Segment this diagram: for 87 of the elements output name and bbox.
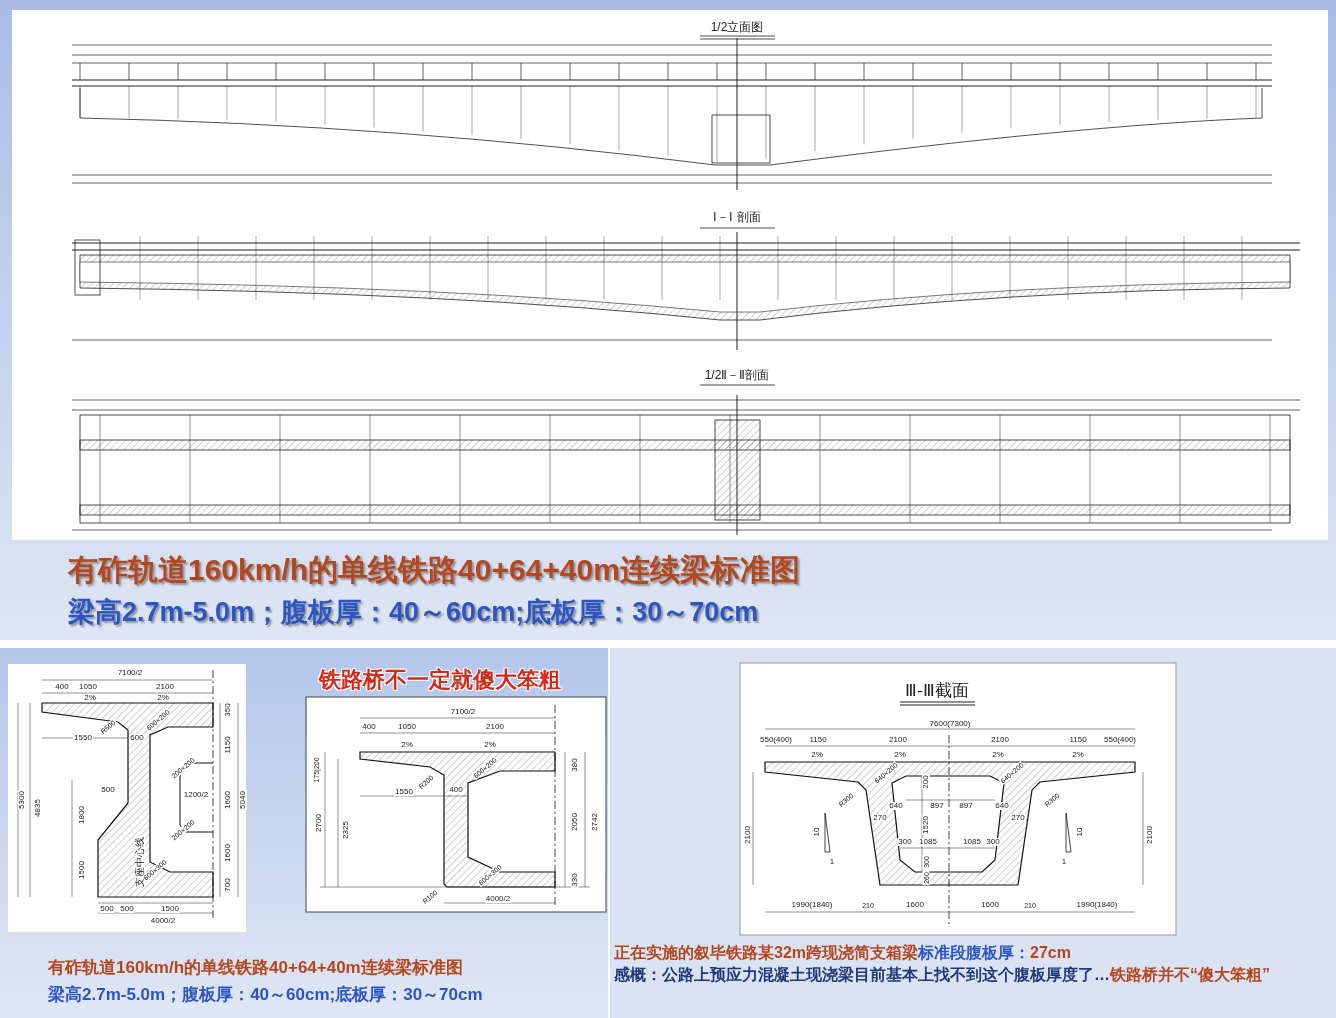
dimension-label: 550(400) bbox=[1103, 736, 1137, 744]
dimension-label: 2100 bbox=[744, 825, 752, 845]
dimension-label: 1500 bbox=[78, 860, 86, 880]
dimension-label: 400 bbox=[448, 786, 464, 794]
dimension-label: 2742 bbox=[591, 812, 599, 832]
centerline-label: 支座中心线 bbox=[135, 836, 145, 888]
dimension-label: 2% bbox=[156, 694, 170, 702]
dimension-label: 270 bbox=[872, 814, 888, 822]
dimension-label: 500 bbox=[100, 786, 116, 794]
dimension-label: 1150 bbox=[224, 735, 232, 755]
dimension-label: 1600 bbox=[224, 790, 232, 810]
dimension-label: 640 bbox=[994, 802, 1010, 810]
caption-text: 有砟轨道160km/h的单线铁路40+64+40m连续梁标准图 bbox=[48, 958, 463, 976]
dimension-label: 270 bbox=[1010, 814, 1026, 822]
dimension-label: 350 bbox=[224, 702, 232, 718]
dimension-label: 700 bbox=[224, 877, 232, 893]
dimension-label: 10 bbox=[813, 826, 821, 838]
dimension-label: 2100 bbox=[990, 736, 1010, 744]
dimension-label: 1600 bbox=[905, 901, 925, 909]
dimension-label: 1990(1840) bbox=[790, 901, 834, 909]
dimension-label: 1550 bbox=[73, 734, 93, 742]
dimension-label: 2% bbox=[1071, 751, 1085, 759]
dimension-label: 7600(7300) bbox=[928, 720, 972, 728]
caption-text: 有砟轨道160km/h的单线铁路40+64+40m连续梁标准图 bbox=[68, 555, 800, 585]
dimension-label: 330 bbox=[571, 872, 579, 888]
dimension-label: 4000/2 bbox=[484, 895, 512, 903]
dimension-label: 400 bbox=[54, 683, 70, 691]
dimension-label: 4000/2 bbox=[149, 917, 177, 925]
dimension-label: 2% bbox=[400, 741, 414, 749]
dimension-label: 5300 bbox=[18, 790, 26, 810]
dimension-label: 1 bbox=[828, 858, 836, 866]
dimension-label: 2% bbox=[810, 751, 824, 759]
dimension-label: 897 bbox=[958, 802, 974, 810]
panel-title: 铁路桥不一定就傻大笨粗 bbox=[319, 669, 561, 691]
dimension-label: 300 bbox=[985, 838, 1001, 846]
dimension-label: 1520 bbox=[922, 815, 930, 835]
dimension-label: 640 bbox=[888, 802, 904, 810]
note-text: 铁路桥并不“傻大笨粗” bbox=[1110, 966, 1270, 983]
view-title: Ⅰ－Ⅰ 剖面 bbox=[712, 211, 762, 223]
dimension-label: 200 bbox=[922, 774, 930, 790]
dimension-label: 1150 bbox=[1068, 736, 1088, 744]
dimension-label: 7100/2 bbox=[449, 708, 477, 716]
dimension-label: 1050 bbox=[397, 723, 417, 731]
dimension-label: 2% bbox=[991, 751, 1005, 759]
dimension-label: 600 bbox=[129, 734, 145, 742]
note-text: 感概：公路上预应力混凝土现浇梁目前基本上找不到这个腹板厚度了… bbox=[614, 966, 1110, 983]
dimension-label: 1085 bbox=[918, 838, 938, 846]
dimension-label: 2% bbox=[83, 694, 97, 702]
dimension-label: 2050 bbox=[571, 812, 579, 832]
dimension-label: 2100 bbox=[485, 723, 505, 731]
note-text: 27cm bbox=[1030, 944, 1071, 961]
dimension-label: 2325 bbox=[342, 820, 350, 840]
dimension-label: 5040 bbox=[239, 790, 247, 810]
dimension-label: 1800 bbox=[78, 805, 86, 825]
dimension-label: 1085 bbox=[962, 838, 982, 846]
dimension-label: 380 bbox=[571, 757, 579, 773]
dimension-label: 10 bbox=[1076, 826, 1084, 838]
dimension-label: 2700 bbox=[315, 813, 323, 833]
dimension-label: 1 bbox=[1060, 858, 1068, 866]
dimension-label: 7100/2 bbox=[116, 669, 144, 677]
dimension-label: 897 bbox=[929, 802, 945, 810]
dimension-label: 550(400) bbox=[759, 736, 793, 744]
dimension-label: 1150 bbox=[808, 736, 828, 744]
dimension-label: 2100 bbox=[155, 683, 175, 691]
caption-text: 梁高2.7m-5.0m；腹板厚：40～60cm;底板厚：30～70cm bbox=[68, 598, 759, 626]
caption-text: 梁高2.7m-5.0m；腹板厚：40～60cm;底板厚：30～70cm bbox=[48, 985, 483, 1003]
view-title: 1/2Ⅱ－Ⅱ剖面 bbox=[703, 369, 771, 381]
dimension-label: 1600 bbox=[980, 901, 1000, 909]
dimension-label: 4835 bbox=[34, 798, 42, 818]
dimension-label: 400 bbox=[361, 723, 377, 731]
dimension-label: 1600 bbox=[224, 843, 232, 863]
dimension-label: 500 bbox=[119, 905, 135, 913]
dimension-label: 300 bbox=[897, 838, 913, 846]
view-title: 1/2立面图 bbox=[709, 21, 765, 33]
dimension-label: 1550 bbox=[394, 788, 414, 796]
view-title: Ⅲ-Ⅲ截面 bbox=[904, 681, 970, 699]
note-text: 标准段腹板厚： bbox=[918, 944, 1031, 961]
dimension-label: 2% bbox=[893, 751, 907, 759]
dimension-label: 2100 bbox=[888, 736, 908, 744]
dimension-label: 1050 bbox=[78, 683, 98, 691]
dimension-label: 2% bbox=[483, 741, 497, 749]
note-text: 正在实施的叙毕铁路某32m跨现浇简支箱梁 bbox=[614, 944, 919, 961]
dimension-label: 2100 bbox=[1146, 825, 1154, 845]
dimension-label: 1500 bbox=[160, 905, 180, 913]
dimension-label: 1990(1840) bbox=[1075, 901, 1119, 909]
dimension-label: 500 bbox=[99, 905, 115, 913]
dimension-label: 1200/2 bbox=[182, 791, 210, 799]
